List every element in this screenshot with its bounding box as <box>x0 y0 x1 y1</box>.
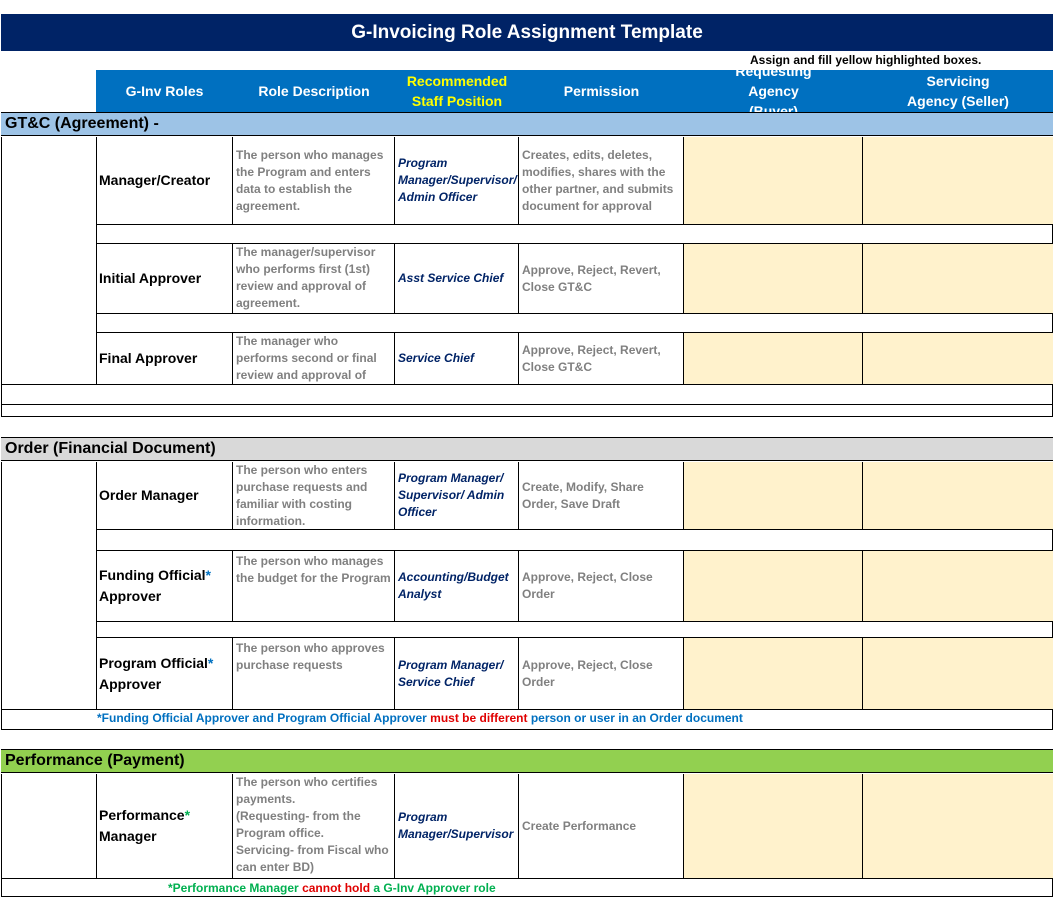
requesting-agency-input-program-official-approver[interactable] <box>684 638 863 709</box>
description-line: Servicing- from Fiscal who can enter BD) <box>236 843 389 874</box>
requesting-agency-input-funding-official-approver[interactable] <box>684 551 863 621</box>
column-header-description: Role Description <box>233 70 395 112</box>
requesting-agency-input-performance-manager[interactable] <box>684 774 863 878</box>
footnote-emphasis: cannot hold <box>302 881 371 895</box>
position-manager-creator: Program Manager/Supervisor/ Admin Office… <box>395 137 519 224</box>
requesting-agency-input-manager-creator[interactable] <box>684 137 863 224</box>
requesting-agency-input-final-approver[interactable] <box>684 333 863 384</box>
asterisk-mark: * <box>184 807 191 823</box>
footnote-emphasis: must be different <box>430 711 528 725</box>
servicing-agency-input-performance-manager[interactable] <box>863 774 1053 878</box>
role-funding-official-approver: Funding Official* Approver <box>96 551 233 621</box>
servicing-agency-input-manager-creator[interactable] <box>863 137 1053 224</box>
position-performance-manager: Program Manager/Supervisor <box>395 774 519 878</box>
role-order-manager: Order Manager <box>96 462 233 529</box>
servicing-agency-input-order-manager[interactable] <box>863 462 1053 529</box>
column-header-permission: Permission <box>519 70 684 112</box>
description-line: (Requesting- from the Program office. <box>236 809 361 840</box>
description-final-approver: The manager who performs second or final… <box>233 333 395 384</box>
footnote-text-end: a G-Inv Approver role <box>370 881 496 895</box>
column-header-roles: G-Inv Roles <box>96 70 233 112</box>
section-header-gtc: GT&C (Agreement) - <box>1 112 1053 136</box>
position-initial-approver: Asst Service Chief <box>395 244 519 313</box>
role-name: Performance <box>99 807 185 823</box>
requesting-agency-input-initial-approver[interactable] <box>684 244 863 313</box>
asterisk-mark: * <box>205 567 211 583</box>
servicing-agency-input-funding-official-approver[interactable] <box>863 551 1053 621</box>
description-manager-creator: The person who manages the Program and e… <box>233 137 395 224</box>
permission-funding-official-approver: Approve, Reject, Close Order <box>519 551 684 621</box>
servicing-agency-input-final-approver[interactable] <box>863 333 1053 384</box>
footnote-text: *Performance Manager <box>168 881 303 895</box>
role-program-official-approver: Program Official* Approver <box>96 638 233 709</box>
role-manager-creator: Manager/Creator <box>96 137 233 224</box>
footnote-text: *Funding Official Approver and Program O… <box>97 711 431 725</box>
description-initial-approver: The manager/supervisor who performs firs… <box>233 244 395 313</box>
column-header-requesting-agency: Requesting Agency (Buyer) <box>684 63 863 119</box>
role-name-line2: Approver <box>99 675 162 692</box>
role-final-approver: Final Approver <box>96 333 233 384</box>
permission-order-manager: Create, Modify, Share Order, Save Draft <box>519 462 684 529</box>
page-title: G-Invoicing Role Assignment Template <box>1 14 1053 51</box>
performance-footnote: *Performance Manager cannot hold a G-Inv… <box>168 881 496 895</box>
servicing-agency-input-initial-approver[interactable] <box>863 244 1053 313</box>
column-header-servicing-agency: Servicing Agency (Seller) <box>863 70 1053 112</box>
servicing-agency-input-program-official-approver[interactable] <box>863 638 1053 709</box>
role-name-line2: Approver <box>99 588 162 604</box>
description-order-manager: The person who enters purchase requests … <box>233 462 395 529</box>
description-funding-official-approver: The person who manages the budget for th… <box>233 551 395 621</box>
position-final-approver: Service Chief <box>395 333 519 384</box>
requesting-agency-input-order-manager[interactable] <box>684 462 863 529</box>
section-header-order: Order (Financial Document) <box>1 437 1053 461</box>
role-name: Funding Official <box>99 567 206 583</box>
section-header-performance: Performance (Payment) <box>1 749 1053 773</box>
instruction-note: Assign and fill yellow highlighted boxes… <box>750 53 982 67</box>
position-funding-official-approver: Accounting/Budget Analyst <box>395 551 519 621</box>
role-name-line2: Manager <box>99 828 157 844</box>
role-initial-approver: Initial Approver <box>96 244 233 313</box>
role-name: Program Official <box>99 654 208 671</box>
footnote-text-end: person or user in an Order document <box>527 711 743 725</box>
permission-initial-approver: Approve, Reject, Revert, Close GT&C <box>519 244 684 313</box>
position-program-official-approver: Program Manager/ Service Chief <box>395 638 519 709</box>
permission-program-official-approver: Approve, Reject, Close Order <box>519 638 684 709</box>
position-order-manager: Program Manager/ Supervisor/ Admin Offic… <box>395 462 519 529</box>
description-performance-manager: The person who certifies payments. (Requ… <box>233 774 395 878</box>
permission-performance-manager: Create Performance <box>519 774 684 878</box>
asterisk-mark: * <box>207 654 214 671</box>
permission-manager-creator: Creates, edits, deletes, modifies, share… <box>519 137 684 224</box>
description-line: The person who certifies payments. <box>236 775 378 806</box>
description-program-official-approver: The person who approves purchase request… <box>233 638 395 709</box>
column-header-recommended: Recommended Staff Position <box>395 70 519 112</box>
role-performance-manager: Performance* Manager <box>96 774 233 878</box>
order-footnote: *Funding Official Approver and Program O… <box>97 711 743 725</box>
permission-final-approver: Approve, Reject, Revert, Close GT&C <box>519 333 684 384</box>
